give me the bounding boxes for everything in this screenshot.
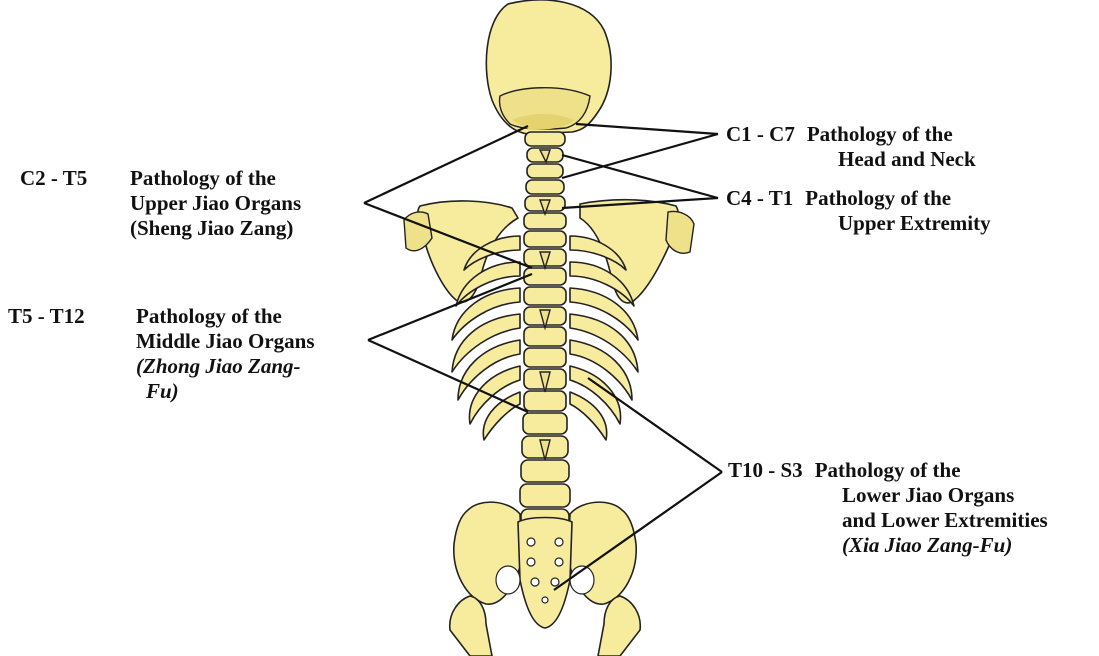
range-t10-s3: T10 - S3	[728, 458, 803, 482]
range-t5-t12: T5 - T12	[8, 304, 136, 329]
spine	[520, 132, 570, 529]
c2-t5-line2: Upper Jiao Organs	[20, 191, 301, 216]
t5-t12-line3: (Zhong Jiao Zang-	[8, 354, 315, 379]
c1-c7-line2: Head and Neck	[726, 147, 976, 172]
range-c4-t1: C4 - T1	[726, 186, 793, 210]
c1-c7-line1: Pathology of the	[807, 122, 953, 146]
label-c1-c7: C1 - C7 Pathology of the Head and Neck	[726, 122, 976, 172]
c2-t5-line1: Pathology of the	[130, 166, 276, 190]
range-c2-t5: C2 - T5	[20, 166, 130, 191]
c2-t5-line3: (Sheng Jiao Zang)	[20, 216, 301, 241]
t10-s3-line4: (Xia Jiao Zang-Fu)	[728, 533, 1048, 558]
t10-s3-line2: Lower Jiao Organs	[728, 483, 1048, 508]
t5-t12-line2: Middle Jiao Organs	[8, 329, 315, 354]
t10-s3-line1: Pathology of the	[815, 458, 961, 482]
t5-t12-line4: Fu)	[8, 379, 315, 404]
t10-s3-line3: and Lower Extremities	[728, 508, 1048, 533]
label-t10-s3: T10 - S3 Pathology of the Lower Jiao Orga…	[728, 458, 1048, 558]
label-c4-t1: C4 - T1 Pathology of the Upper Extremity	[726, 186, 991, 236]
t5-t12-line1: Pathology of the	[136, 304, 282, 328]
skull	[486, 0, 611, 134]
c4-t1-line1: Pathology of the	[805, 186, 951, 210]
c4-t1-line2: Upper Extremity	[726, 211, 991, 236]
range-c1-c7: C1 - C7	[726, 122, 795, 146]
